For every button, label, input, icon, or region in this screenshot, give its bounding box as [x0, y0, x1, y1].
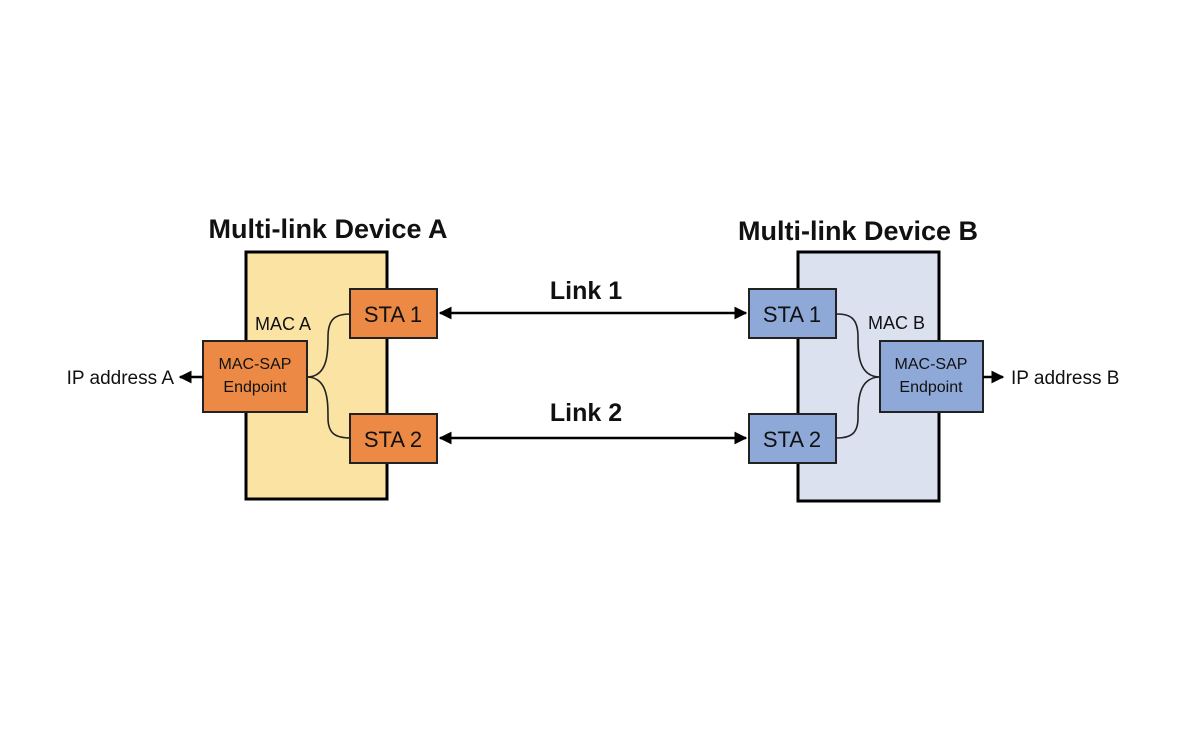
link2-label: Link 2: [550, 399, 622, 427]
ip-address-b-label: IP address B: [1011, 368, 1119, 389]
device-a-sta1: [349, 288, 438, 339]
device-a: Multi-link Device A MAC A MAC-SAP Endpoi…: [67, 214, 448, 501]
device-b-wire-1: [836, 313, 881, 378]
device-a-wire-1: [306, 313, 352, 378]
device-a-title: Multi-link Device A: [208, 214, 447, 244]
links: Link 1 Link 2: [438, 277, 748, 445]
device-a-mac-sap-endpoint: [202, 340, 308, 413]
device-b-sta1-label: STA 1: [763, 302, 821, 327]
device-a-sta2-label: STA 2: [364, 427, 422, 452]
device-a-sta2: [349, 413, 438, 464]
device-a-wire-2: [306, 376, 352, 439]
ip-address-a-label: IP address A: [67, 368, 175, 389]
device-b-sta1: [748, 288, 837, 339]
device-b-mac-sap-endpoint: [879, 340, 984, 413]
device-a-mac-label: MAC A: [255, 314, 311, 334]
link1-label: Link 1: [550, 277, 622, 305]
device-b: Multi-link Device B MAC B STA 1 STA 2 MA…: [738, 216, 1119, 503]
device-b-title: Multi-link Device B: [738, 216, 978, 246]
device-a-endpoint-line2: Endpoint: [223, 379, 287, 396]
device-b-endpoint-line1: MAC-SAP: [895, 356, 968, 373]
device-b-endpoint-line2: Endpoint: [899, 379, 963, 396]
device-b-mac-label: MAC B: [868, 313, 925, 333]
device-a-endpoint-line1: MAC-SAP: [219, 356, 292, 373]
device-a-sta1-label: STA 1: [364, 302, 422, 327]
device-b-sta2-label: STA 2: [763, 427, 821, 452]
device-b-sta2: [748, 413, 837, 464]
device-b-wire-2: [836, 376, 881, 439]
